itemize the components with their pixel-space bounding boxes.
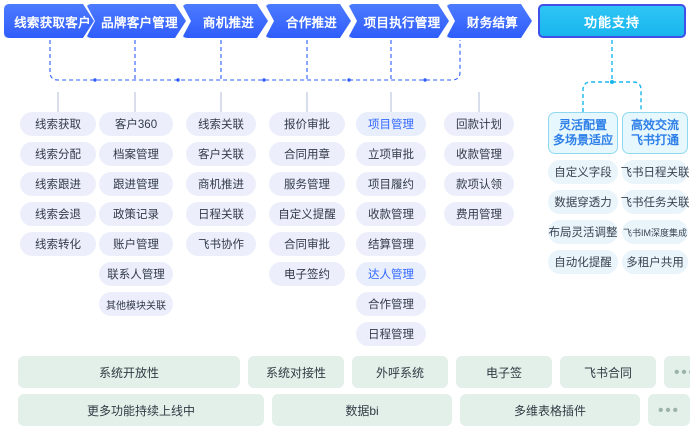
pill-item[interactable]: 政策记录 [99, 202, 173, 226]
pill-item[interactable]: 回款计划 [444, 112, 514, 136]
mint-box[interactable]: 电子签 [456, 356, 552, 388]
flow-step-2-label: 品牌客户管理 [101, 15, 178, 30]
pill-item[interactable]: 结算管理 [356, 232, 426, 256]
pill-item[interactable]: 合作管理 [356, 292, 426, 316]
pill-item[interactable]: 自定义提醒 [269, 202, 345, 226]
pill-item[interactable]: 达人管理 [356, 262, 426, 286]
support-pill-item[interactable]: 飞书日程关联 [621, 160, 690, 184]
pill-item[interactable]: 商机推进 [186, 172, 256, 196]
pill-item[interactable]: 线索关联 [186, 112, 256, 136]
pill-item[interactable]: 账户管理 [99, 232, 173, 256]
pill-item[interactable]: 日程关联 [186, 202, 256, 226]
support-pill-item[interactable]: 飞书IM深度集成 [622, 220, 688, 244]
pill-item[interactable]: 客户关联 [186, 142, 256, 166]
pill-item[interactable]: 项目管理 [356, 112, 426, 136]
mint-box[interactable]: 外呼系统 [352, 356, 448, 388]
mint-box[interactable]: 系统开放性 [18, 356, 240, 388]
pill-item[interactable]: 线索跟进 [20, 172, 96, 196]
pill-item[interactable]: 线索转化 [20, 232, 96, 256]
pill-item[interactable]: 收款管理 [444, 142, 514, 166]
column-cooperation: 报价审批 合同用章 服务管理 自定义提醒 合同审批 电子签约 [269, 112, 345, 286]
flow-step-5[interactable]: 项目执行管理 [348, 4, 449, 38]
column-opportunity: 线索关联 客户关联 商机推进 日程关联 飞书协作 [186, 112, 256, 256]
support-column-flexible-config: 灵活配置 多场景适应 自定义字段 数据穿透力 布局灵活调整 自动化提醒 [548, 112, 618, 274]
pill-item[interactable]: 合同用章 [269, 142, 345, 166]
support-head-line2: 飞书打通 [630, 133, 679, 147]
support-pill-item[interactable]: 自定义字段 [548, 160, 618, 184]
mint-box[interactable]: 多维表格插件 [460, 394, 640, 426]
support-header-box[interactable]: 功能支持 [538, 4, 686, 38]
flow-step-4-label: 合作推进 [285, 15, 338, 30]
flow-step-3[interactable]: 商机推进 [182, 4, 268, 38]
support-head-line2: 多场景适应 [552, 133, 613, 147]
pill-item[interactable]: 项目履约 [356, 172, 426, 196]
pill-item[interactable]: 线索会退 [20, 202, 96, 226]
flow-step-2[interactable]: 品牌客户管理 [86, 4, 186, 38]
pill-item[interactable]: 款项认领 [444, 172, 514, 196]
support-head-card[interactable]: 灵活配置 多场景适应 [548, 112, 618, 154]
mint-box[interactable]: 系统对接性 [248, 356, 344, 388]
more-options-icon[interactable]: ••• [648, 394, 690, 426]
mint-box[interactable]: 数据bi [272, 394, 452, 426]
pill-item[interactable]: 日程管理 [356, 322, 426, 346]
support-pill-item[interactable]: 飞书任务关联 [621, 190, 690, 214]
pill-item[interactable]: 收款管理 [356, 202, 426, 226]
pill-item[interactable]: 档案管理 [99, 142, 173, 166]
support-pill-item[interactable]: 数据穿透力 [548, 190, 618, 214]
pill-item[interactable]: 跟进管理 [99, 172, 173, 196]
pill-item[interactable]: 飞书协作 [186, 232, 256, 256]
pill-item[interactable]: 客户360 [99, 112, 173, 136]
support-header-label: 功能支持 [583, 14, 640, 30]
flow-step-1[interactable]: 线索获取客户 [4, 4, 94, 38]
flow-step-4[interactable]: 合作推进 [265, 4, 351, 38]
flow-step-3-label: 商机推进 [202, 15, 255, 30]
pill-item[interactable]: 立项审批 [356, 142, 426, 166]
support-column-feishu: 高效交流 飞书打通 飞书日程关联 飞书任务关联 飞书IM深度集成 多租户共用 [621, 112, 690, 274]
pill-item[interactable]: 电子签约 [269, 262, 345, 286]
pill-item[interactable]: 线索获取 [20, 112, 96, 136]
flow-step-1-label: 线索获取客户 [14, 15, 91, 30]
more-options-icon[interactable]: ••• [664, 356, 690, 388]
support-head-card[interactable]: 高效交流 飞书打通 [622, 112, 688, 154]
flow-step-6-label: 财务结算 [466, 15, 519, 30]
pill-item[interactable]: 合同审批 [269, 232, 345, 256]
mint-box[interactable]: 飞书合同 [560, 356, 656, 388]
pill-item[interactable]: 服务管理 [269, 172, 345, 196]
process-flow: 线索获取客户 品牌客户管理 商机推进 合作推进 项目执行管理 财务结算 [4, 4, 534, 38]
column-project-execution: 项目管理 立项审批 项目履约 收款管理 结算管理 达人管理 合作管理 日程管理 [356, 112, 426, 346]
pill-item[interactable]: 联系人管理 [99, 262, 173, 286]
pill-item[interactable]: 其他模块关联 [99, 292, 173, 316]
bottom-row-2: 更多功能持续上线中 数据bi 多维表格插件 ••• [18, 394, 690, 426]
mint-box[interactable]: 更多功能持续上线中 [18, 394, 264, 426]
pill-item[interactable]: 费用管理 [444, 202, 514, 226]
pill-item[interactable]: 线索分配 [20, 142, 96, 166]
pill-item[interactable]: 报价审批 [269, 112, 345, 136]
flow-step-6[interactable]: 财务结算 [446, 4, 532, 38]
support-head-line1: 高效交流 [630, 118, 679, 132]
column-brand-customer: 客户360 档案管理 跟进管理 政策记录 账户管理 联系人管理 其他模块关联 [99, 112, 173, 316]
support-pill-item[interactable]: 自动化提醒 [548, 250, 618, 274]
support-pill-item[interactable]: 多租户共用 [622, 250, 688, 274]
flow-step-5-label: 项目执行管理 [363, 15, 441, 30]
column-lead-acquisition: 线索获取 线索分配 线索跟进 线索会退 线索转化 [20, 112, 96, 256]
bottom-row-1: 系统开放性 系统对接性 外呼系统 电子签 飞书合同 ••• [18, 356, 690, 388]
support-pill-item[interactable]: 布局灵活调整 [548, 220, 618, 244]
support-head-line1: 灵活配置 [558, 118, 607, 132]
column-finance-settlement: 回款计划 收款管理 款项认领 费用管理 [444, 112, 514, 226]
